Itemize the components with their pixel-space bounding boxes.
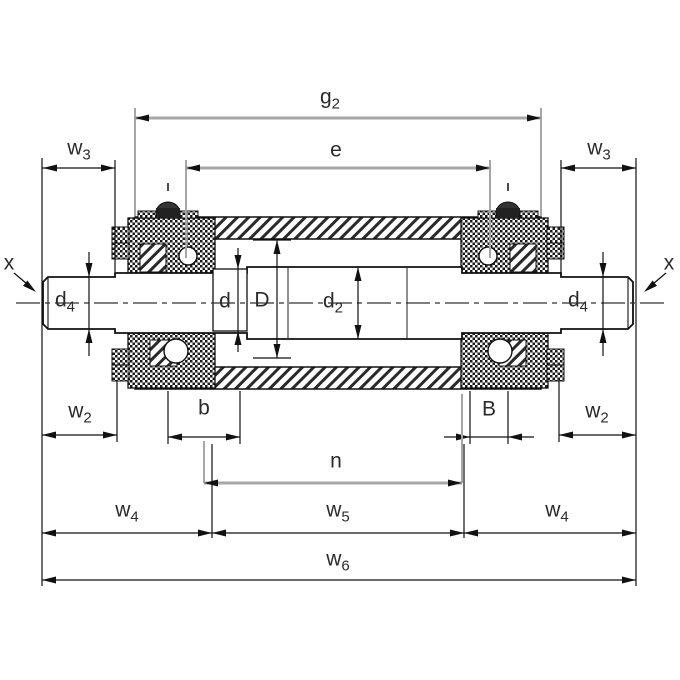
ball-lower-left bbox=[163, 338, 189, 364]
dim-label-d4-right: d4 bbox=[567, 288, 589, 316]
leader-x-right bbox=[644, 272, 667, 292]
dim-w2-right bbox=[558, 380, 636, 442]
dim-label-d4-left: d4 bbox=[54, 288, 76, 316]
dim-label-w2-right: w2 bbox=[585, 399, 609, 427]
dim-g2 bbox=[134, 108, 542, 216]
dim-label-D: D bbox=[254, 288, 270, 312]
dim-label-w2-left: w2 bbox=[68, 399, 92, 427]
dim-d4-left bbox=[85, 252, 93, 356]
bearing-right bbox=[460, 183, 565, 389]
dim-d4-right bbox=[599, 252, 607, 356]
dim-w2-left bbox=[42, 380, 118, 442]
leader-x-left bbox=[13, 272, 36, 292]
dim-label-d: d bbox=[219, 289, 231, 313]
locking-collar-upper-right bbox=[509, 243, 537, 273]
dim-label-g2: g2 bbox=[319, 85, 341, 113]
dim-label-x-right: x bbox=[663, 251, 675, 275]
ball-lower-right bbox=[487, 338, 513, 364]
grub-screw-left bbox=[137, 183, 199, 219]
dim-w6 bbox=[42, 576, 636, 584]
bearing-left bbox=[111, 183, 216, 389]
locking-collar-upper-left bbox=[139, 243, 167, 273]
ball-upper-right bbox=[478, 246, 498, 266]
dim-label-w5: w5 bbox=[326, 498, 350, 526]
dim-d bbox=[234, 248, 242, 352]
ball-upper-left bbox=[178, 246, 198, 266]
dim-label-d2: d2 bbox=[322, 289, 344, 317]
spacer-sleeve bbox=[212, 268, 248, 332]
dim-n bbox=[203, 394, 463, 487]
dim-b bbox=[167, 391, 241, 444]
dim-e bbox=[185, 160, 491, 258]
side-tabs-left bbox=[111, 226, 130, 382]
dim-B bbox=[444, 391, 534, 444]
dim-D bbox=[253, 239, 291, 359]
grub-screw-right bbox=[477, 183, 539, 219]
dim-label-w4-left: w4 bbox=[115, 498, 139, 526]
dim-label-w3-right: w3 bbox=[587, 136, 611, 164]
dim-w3-left bbox=[42, 160, 116, 272]
dim-label-b: b bbox=[198, 396, 210, 420]
dim-w3-right bbox=[560, 160, 636, 275]
dim-w4-w5-chain bbox=[42, 444, 636, 538]
dim-d2 bbox=[354, 267, 362, 339]
dim-label-B: B bbox=[481, 397, 497, 421]
dim-label-n: n bbox=[330, 449, 342, 473]
master-extension-lines bbox=[41, 158, 637, 586]
dim-label-w3-left: w3 bbox=[67, 136, 91, 164]
side-tabs-right bbox=[546, 226, 565, 382]
dim-label-e: e bbox=[330, 138, 342, 162]
dim-label-w6: w6 bbox=[326, 547, 350, 575]
dim-label-w4-right: w4 bbox=[545, 498, 569, 526]
dim-label-x-left: x bbox=[3, 251, 15, 275]
